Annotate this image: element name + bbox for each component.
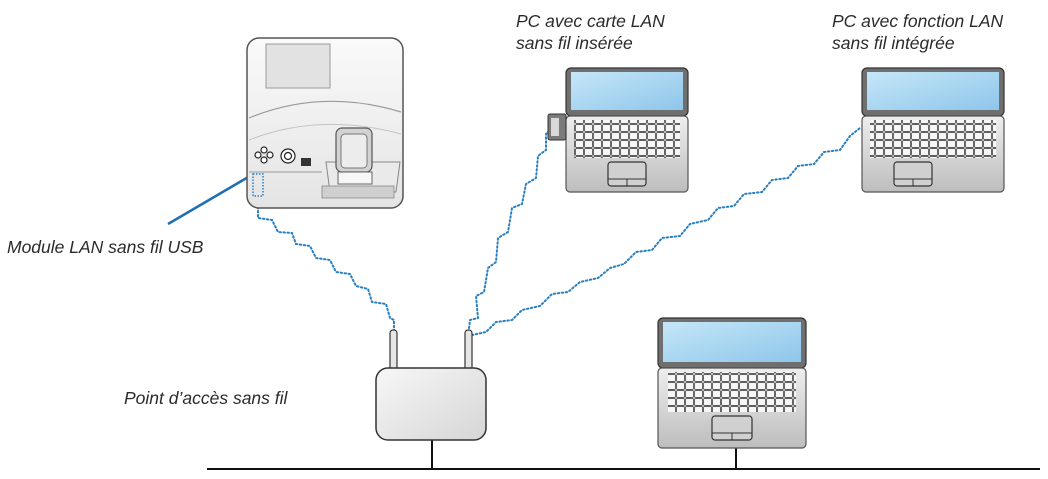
label-pc-with-lan-card-line1: PC avec carte LAN (516, 11, 665, 31)
usb-lan-module-icon (252, 173, 264, 197)
label-access-point-text: Point d’accès sans fil (124, 388, 288, 408)
laptop-icon (657, 317, 807, 449)
label-usb-module-text: Module LAN sans fil USB (7, 237, 204, 257)
label-usb-module: Module LAN sans fil USB (7, 236, 203, 258)
label-pc-with-lan-card: PC avec carte LAN sans fil insérée (516, 10, 665, 54)
laptop-icon (861, 67, 1005, 193)
wireless-link-lan-card (467, 123, 555, 337)
wired-lan (207, 440, 1040, 470)
laptop-icon (565, 67, 689, 193)
label-pc-with-lan-card-line2: sans fil insérée (516, 33, 633, 53)
wireless-links (257, 123, 861, 337)
label-pc-with-builtin-lan-line2: sans fil intégrée (832, 33, 955, 53)
projector-icon (246, 37, 404, 209)
usb-module-leader-line (167, 174, 251, 226)
label-access-point: Point d’accès sans fil (124, 387, 287, 409)
wireless-link-builtin (467, 127, 861, 337)
projector-control-buttons (254, 146, 296, 164)
lan-card-icon (547, 113, 567, 141)
label-pc-with-builtin-lan: PC avec fonction LAN sans fil intégrée (832, 10, 1003, 54)
wireless-link-projector (257, 194, 395, 337)
wireless-access-point-icon (375, 329, 487, 441)
label-pc-with-builtin-lan-line1: PC avec fonction LAN (832, 11, 1004, 31)
